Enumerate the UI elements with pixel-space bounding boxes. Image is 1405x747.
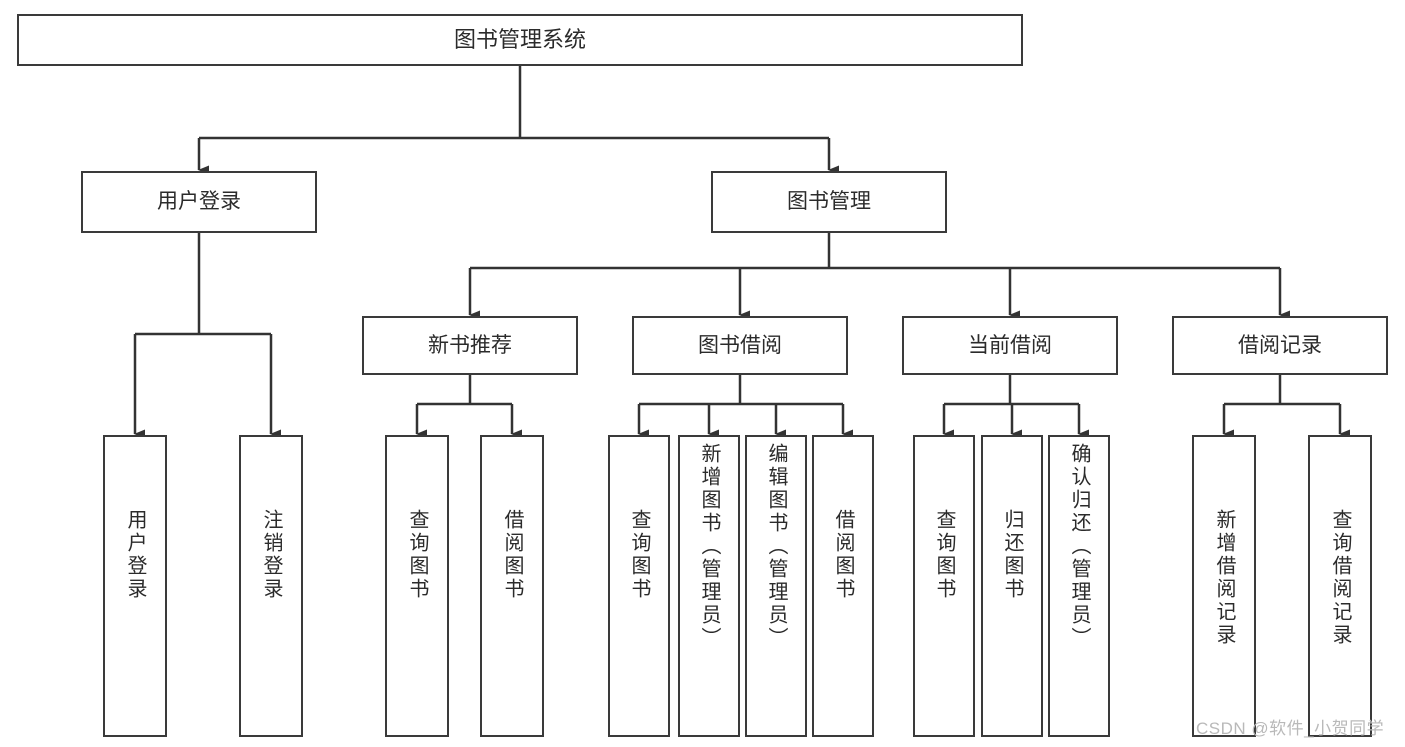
csdn-watermark: CSDN @软件_小贺同学 — [1196, 719, 1385, 738]
node-label: 当前借阅 — [968, 333, 1052, 357]
edge-group — [133, 66, 1350, 439]
node-label: 归还图书 — [1001, 509, 1023, 601]
node-label: 借阅图书 — [501, 509, 523, 601]
node-leaf-query-book-2[interactable]: 查询图书 — [608, 435, 670, 737]
node-current-borrow[interactable]: 当前借阅 — [902, 316, 1118, 375]
node-leaf-add-book[interactable]: 新增图书（管理员） — [678, 435, 740, 737]
node-book-borrow[interactable]: 图书借阅 — [632, 316, 848, 375]
node-leaf-query-book-1[interactable]: 查询图书 — [385, 435, 449, 737]
node-label: 查询图书 — [933, 509, 955, 601]
node-label: 新增借阅记录 — [1213, 509, 1235, 647]
node-label: 确认归还（管理员） — [1068, 443, 1090, 650]
node-label: 借阅图书 — [832, 509, 854, 601]
node-label: 图书管理 — [787, 190, 871, 214]
node-label: 新书推荐 — [428, 333, 512, 357]
node-label: 图书借阅 — [698, 333, 782, 357]
node-label: 图书管理系统 — [453, 26, 586, 52]
node-label: 用户登录 — [157, 190, 241, 214]
node-leaf-add-record[interactable]: 新增借阅记录 — [1192, 435, 1256, 737]
node-leaf-user-login[interactable]: 用户登录 — [103, 435, 167, 737]
node-new-book-rec[interactable]: 新书推荐 — [362, 316, 578, 375]
node-leaf-return-book[interactable]: 归还图书 — [981, 435, 1043, 737]
node-leaf-query-book-3[interactable]: 查询图书 — [913, 435, 975, 737]
node-borrow-record[interactable]: 借阅记录 — [1172, 316, 1388, 375]
node-leaf-borrow-book-1[interactable]: 借阅图书 — [480, 435, 544, 737]
node-label: 用户登录 — [124, 509, 146, 601]
node-leaf-edit-book[interactable]: 编辑图书（管理员） — [745, 435, 807, 737]
node-label: 新增图书（管理员） — [698, 443, 720, 650]
node-root[interactable]: 图书管理系统 — [17, 14, 1023, 66]
node-label: 查询借阅记录 — [1329, 509, 1351, 647]
node-leaf-logout[interactable]: 注销登录 — [239, 435, 303, 737]
node-label: 借阅记录 — [1238, 333, 1322, 357]
node-book-manage[interactable]: 图书管理 — [711, 171, 947, 233]
node-user-login[interactable]: 用户登录 — [81, 171, 317, 233]
node-leaf-query-record[interactable]: 查询借阅记录 — [1308, 435, 1372, 737]
node-label: 编辑图书（管理员） — [765, 443, 787, 650]
node-label: 注销登录 — [260, 509, 282, 601]
node-leaf-confirm-return[interactable]: 确认归还（管理员） — [1048, 435, 1110, 737]
node-label: 查询图书 — [406, 509, 428, 601]
node-label: 查询图书 — [628, 509, 650, 601]
node-leaf-borrow-book-2[interactable]: 借阅图书 — [812, 435, 874, 737]
